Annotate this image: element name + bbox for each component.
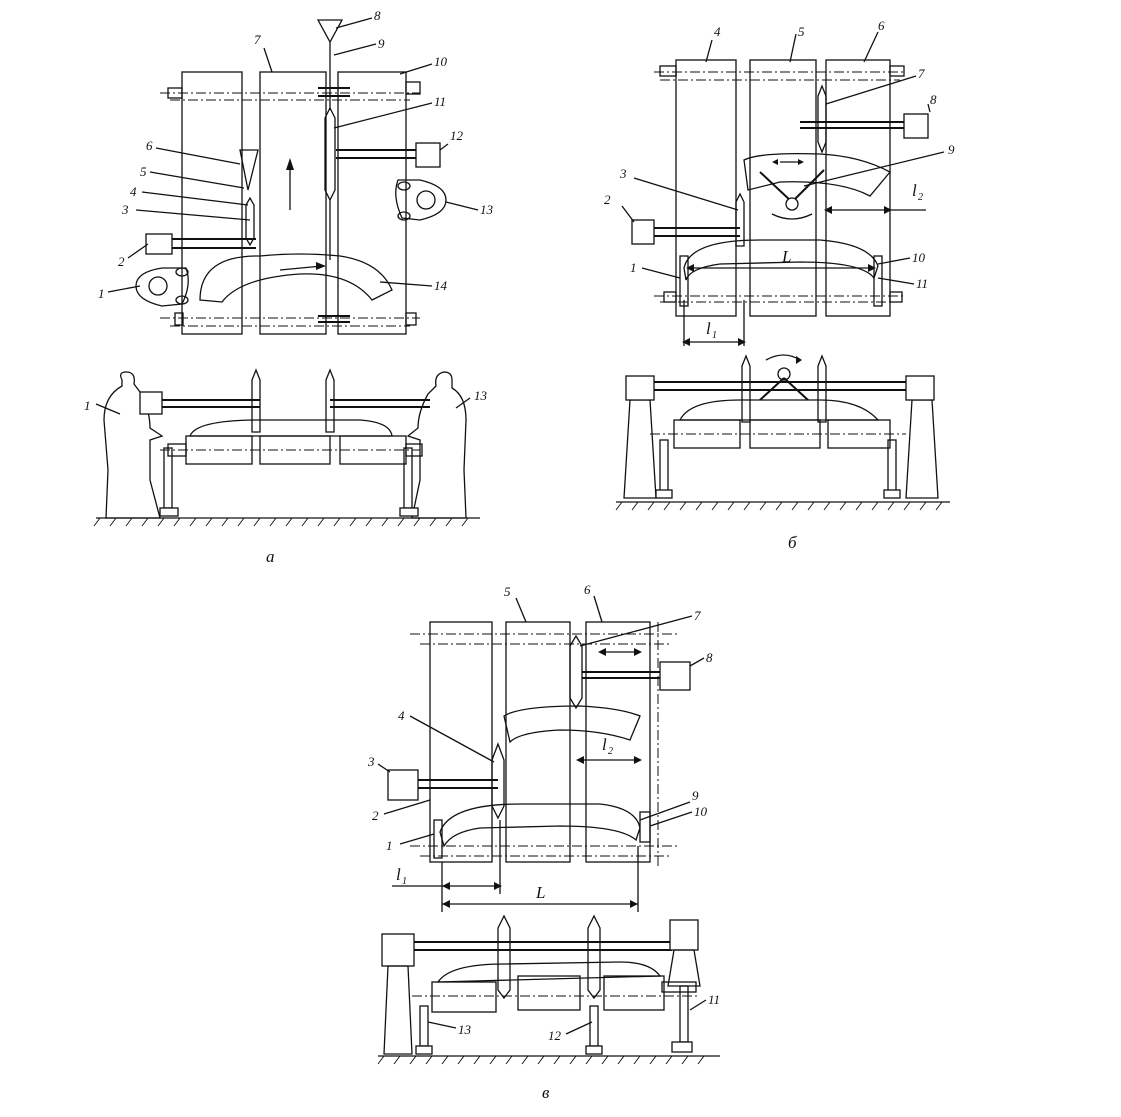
panel-v-side-label-13: 13 bbox=[458, 1022, 472, 1037]
panel-b-knife-3 bbox=[735, 192, 745, 247]
panel-a-caption: а bbox=[266, 547, 275, 566]
panel-v-label-7: 7 bbox=[694, 608, 701, 623]
panel-v-dim-l1-sub: 1 bbox=[402, 876, 407, 887]
panel-v-knife-7 bbox=[569, 634, 583, 710]
panel-a-side-label-13: 13 bbox=[474, 388, 488, 403]
panel-v-roll-lane-left bbox=[429, 621, 493, 863]
panel-a-hopper-icon bbox=[316, 19, 344, 44]
panel-a-roll-lane-left bbox=[181, 71, 243, 335]
panel-v-plan: l 2 l 1 L 1 2 3 4 5 6 7 8 9 1 bbox=[367, 582, 713, 912]
panel-v-lower-workpiece bbox=[439, 803, 641, 848]
panel-a-label-2: 2 bbox=[118, 254, 125, 269]
panel-v-upper-workpiece bbox=[503, 705, 641, 744]
panel-v-roll-lane-6 bbox=[585, 621, 651, 863]
panel-b-label-6: 6 bbox=[878, 18, 885, 33]
panel-a-label-13: 13 bbox=[480, 202, 494, 217]
panel-b-lower-workpiece bbox=[683, 239, 879, 281]
panel-a-label-12: 12 bbox=[450, 128, 464, 143]
panel-b-label-4: 4 bbox=[714, 24, 721, 39]
panel-b-drive-8 bbox=[903, 113, 929, 139]
panel-b-dim-l2-sub: 2 bbox=[918, 192, 923, 203]
panel-v-caption: в bbox=[542, 1083, 550, 1102]
panel-b-roll-lane-6 bbox=[825, 59, 891, 317]
panel-a-roll-lane-right bbox=[337, 71, 407, 335]
panel-a-knife-11 bbox=[324, 106, 336, 202]
panel-a-operator-13-icon bbox=[395, 179, 447, 221]
panel-v-label-3: 3 bbox=[367, 754, 375, 769]
panel-v-side-label-12: 12 bbox=[548, 1028, 562, 1043]
panel-a-drive-12 bbox=[415, 142, 441, 168]
panel-b-label-7: 7 bbox=[918, 66, 925, 81]
panel-a-label-11: 11 bbox=[434, 94, 446, 109]
panel-a-label-8: 8 bbox=[374, 8, 381, 23]
panel-v-label-5: 5 bbox=[504, 584, 511, 599]
panel-b-dim-L: L bbox=[781, 247, 791, 266]
panel-b-dim-l1: l bbox=[706, 319, 711, 338]
panel-b-label-8: 8 bbox=[930, 92, 937, 107]
panel-b-caption: б bbox=[788, 533, 797, 552]
panel-b-label-2: 2 bbox=[604, 192, 611, 207]
panel-b-label-3: 3 bbox=[619, 166, 627, 181]
panel-v-label-9: 9 bbox=[692, 788, 699, 803]
panel-v-label-1: 1 bbox=[386, 838, 393, 853]
panel-a-drive-2 bbox=[145, 233, 173, 255]
panel-a-label-10: 10 bbox=[434, 54, 448, 69]
panel-v-label-8: 8 bbox=[706, 650, 713, 665]
panel-v-side-label-11: 11 bbox=[708, 992, 720, 1007]
panel-b-plan: L l 1 l 2 1 2 3 4 5 6 7 8 9 bbox=[604, 18, 955, 346]
panel-b-upper-workpiece bbox=[743, 152, 892, 197]
panel-b-knife-7 bbox=[817, 84, 827, 154]
panel-b-label-9: 9 bbox=[948, 142, 955, 157]
panel-v-drive-8 bbox=[659, 661, 691, 691]
panel-a-side: 1 13 а bbox=[84, 368, 488, 566]
panel-b-manipulator-9 bbox=[785, 197, 799, 211]
panel-v-dim-L: L bbox=[535, 883, 545, 902]
panel-a-label-7: 7 bbox=[254, 32, 261, 47]
panel-a-label-6: 6 bbox=[146, 138, 153, 153]
panel-a-label-1: 1 bbox=[98, 286, 105, 301]
panel-v-drive-3 bbox=[387, 769, 419, 801]
panel-a-label-4: 4 bbox=[130, 184, 137, 199]
panel-a-operator-1-icon bbox=[135, 267, 189, 307]
panel-a-workpiece-14 bbox=[199, 253, 393, 303]
panel-b-label-10: 10 bbox=[912, 250, 926, 265]
panel-v-dim-l2: l bbox=[602, 735, 607, 754]
panel-a-label-14: 14 bbox=[434, 278, 448, 293]
panel-v-dim-l2-sub: 2 bbox=[608, 746, 613, 757]
panel-v-label-6: 6 bbox=[584, 582, 591, 597]
panel-b-dim-l2: l bbox=[912, 181, 917, 200]
panel-a-label-9: 9 bbox=[378, 36, 385, 51]
panel-a-roll-lane-center bbox=[259, 71, 327, 335]
panel-a-operator-13-side bbox=[406, 371, 467, 519]
panel-a-label-3: 3 bbox=[121, 202, 129, 217]
panel-v-label-10: 10 bbox=[694, 804, 708, 819]
panel-b-side: б bbox=[615, 354, 950, 552]
panel-b-label-11: 11 bbox=[916, 276, 928, 291]
panel-b-label-1: 1 bbox=[630, 260, 637, 275]
panel-v-side: 11 12 13 в bbox=[377, 914, 720, 1102]
panel-a-label-5: 5 bbox=[140, 164, 147, 179]
panel-b-dim-l1-sub: 1 bbox=[712, 330, 717, 341]
panel-b-drive-2 bbox=[631, 219, 655, 245]
panel-b-roll-lane-5 bbox=[749, 59, 817, 317]
panel-v-label-4: 4 bbox=[398, 708, 405, 723]
panel-a-side-label-1: 1 bbox=[84, 398, 91, 413]
panel-a-plan: 1 2 3 4 5 6 7 8 9 10 11 12 13 14 bbox=[98, 8, 494, 335]
panel-v-label-2: 2 bbox=[372, 808, 379, 823]
panel-a-knife-6 bbox=[239, 149, 259, 191]
panel-v-roll-lane-5 bbox=[505, 621, 571, 863]
panel-v-dim-l1: l bbox=[396, 865, 401, 884]
panel-b-label-5: 5 bbox=[798, 24, 805, 39]
